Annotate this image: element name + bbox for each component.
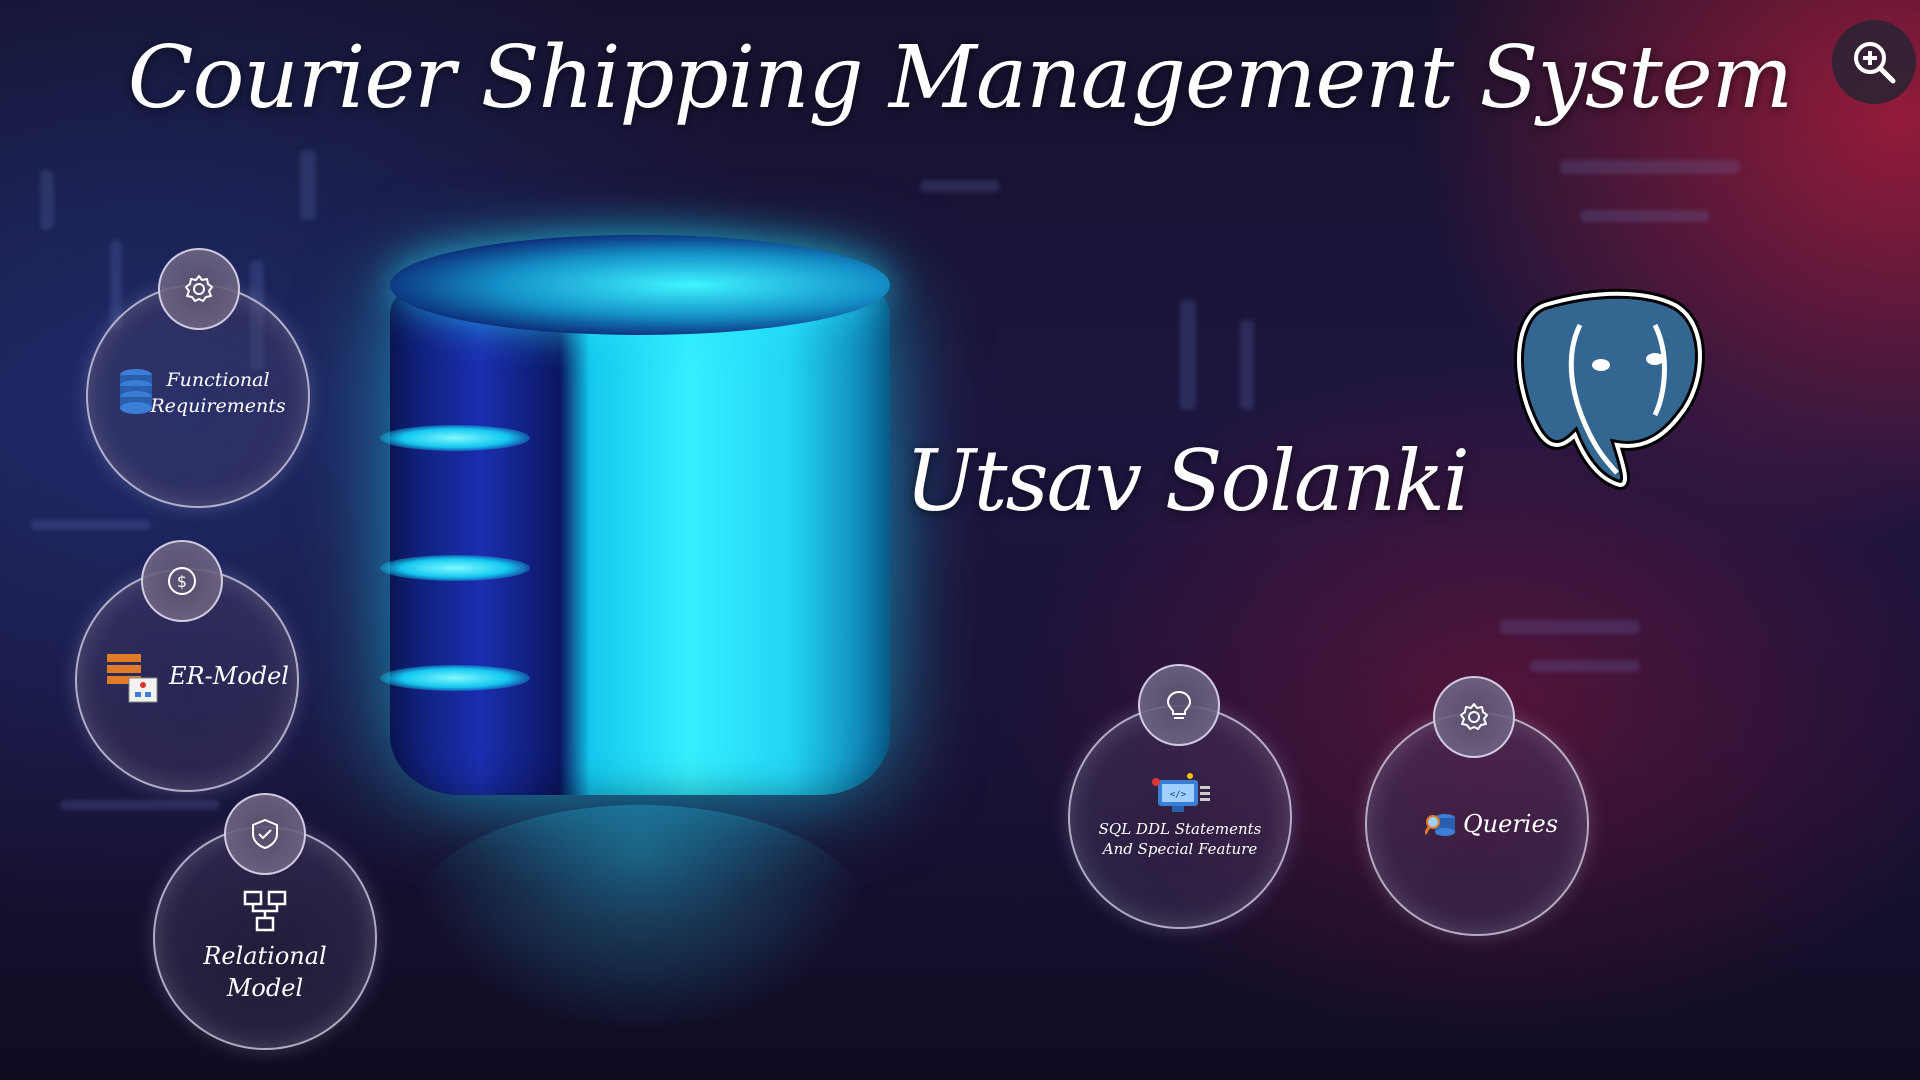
shield-check-icon — [252, 818, 278, 850]
node-label-line1: SQL DDL Statements — [1098, 820, 1262, 838]
node-label-line1: Functional — [166, 369, 270, 391]
svg-text:$: $ — [177, 572, 187, 591]
code-monitor-icon: </> — [1152, 773, 1210, 812]
server-diagram-icon — [107, 654, 158, 703]
node-label-line2: Requirements — [150, 394, 286, 417]
badge-sql — [1138, 664, 1220, 746]
node-label: Queries — [1463, 810, 1559, 838]
zoom-in-button[interactable] — [1832, 20, 1916, 104]
postgresql-elephant-icon — [1514, 288, 1705, 491]
database-icon — [120, 369, 152, 414]
dollar-icon: $ — [168, 567, 196, 595]
page-title: Courier Shipping Management System — [127, 28, 1793, 128]
badge-queries — [1433, 676, 1515, 758]
database-cylinder-image — [380, 235, 890, 1035]
node-label: ER-Model — [169, 662, 289, 690]
zoom-in-icon — [1854, 42, 1896, 84]
badge-relational — [224, 793, 306, 875]
gear-icon — [185, 275, 213, 302]
node-queries[interactable]: Queries — [1365, 712, 1589, 936]
search-database-icon — [1425, 814, 1455, 836]
badge-er: $ — [141, 540, 223, 622]
hierarchy-icon — [243, 890, 287, 932]
node-relational-model[interactable]: Relational Model — [153, 826, 377, 1050]
badge-functional — [158, 248, 240, 330]
node-label: Relational Model — [203, 942, 327, 1003]
svg-text:</>: </> — [1170, 790, 1187, 800]
lightbulb-icon — [1166, 690, 1192, 719]
gear-icon — [1460, 703, 1488, 730]
node-label-line2: And Special Feature — [1102, 840, 1258, 859]
author-name: Utsav Solanki — [905, 432, 1470, 530]
